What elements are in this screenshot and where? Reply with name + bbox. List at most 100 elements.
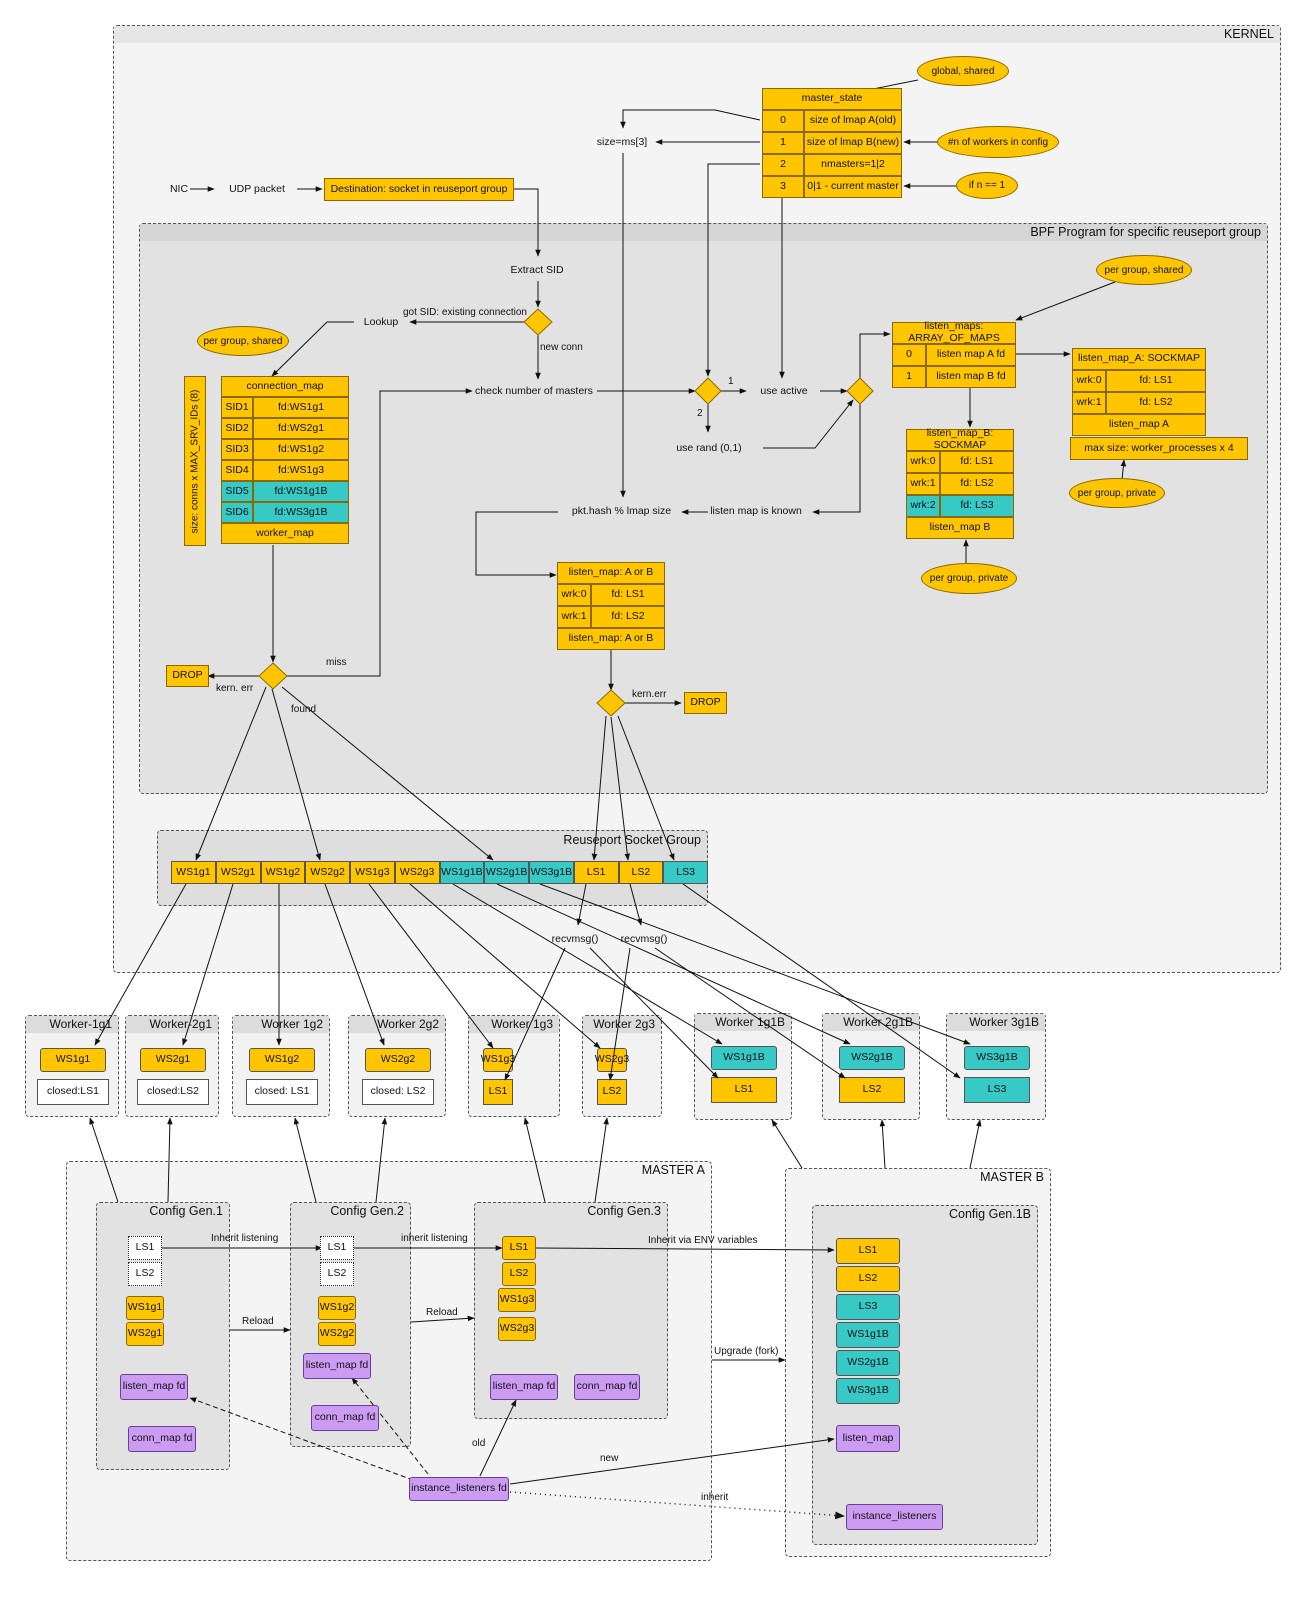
drop-node-1: DROP xyxy=(166,665,209,687)
edge-pergroup-listenmaps xyxy=(1015,281,1116,321)
edge-ws3g1b-worker xyxy=(539,883,971,1045)
extract-sid-node: Extract SID xyxy=(498,259,576,281)
listen-map-ab-value: fd: LS2 xyxy=(591,606,665,628)
config-worker-socket: WS1g3 xyxy=(498,1288,536,1312)
listen-map-b-title: listen_map_B: SOCKMAP xyxy=(906,428,1014,451)
worker-header xyxy=(126,1016,218,1033)
label-reload-2: Reload xyxy=(426,1307,458,1318)
edge-found-ws1g1 xyxy=(195,686,267,861)
config-listener: LS1 xyxy=(502,1236,536,1260)
listen-maps-key: 0 xyxy=(892,344,926,366)
edge-ls2-recv xyxy=(629,883,643,926)
listen-map-b-value: fd: LS3 xyxy=(940,495,1014,517)
edge-reload-2 xyxy=(410,1315,475,1323)
master-state-key: 2 xyxy=(762,154,804,176)
worker-socket: WS1g1B xyxy=(711,1046,777,1070)
master-state-value: size of lmap A(old) xyxy=(804,110,902,132)
label-inherit-listening-2: inherit listening xyxy=(401,1233,468,1244)
listen-map-ab-footer: listen_map: A or B xyxy=(557,628,665,650)
worker-listener: LS3 xyxy=(964,1077,1030,1103)
config-gen3-title: Config Gen.3 xyxy=(587,1204,661,1218)
listen-map-ab-key: wrk:0 xyxy=(557,584,591,606)
worker-socket: WS1g1 xyxy=(40,1048,106,1072)
connection-map-key: SID1 xyxy=(221,397,253,418)
lookup-node: Lookup xyxy=(354,311,408,333)
socket-cell: WS1g1B xyxy=(439,861,485,884)
config-b-socket: WS1g1B xyxy=(836,1322,900,1348)
recvmsg-node-1: recvmsg() xyxy=(543,928,607,950)
edge-ws1g1-worker xyxy=(94,883,187,1046)
label-inherit-env: Inherit via ENV variables xyxy=(648,1235,758,1246)
edge-mb-w3g1b xyxy=(969,1119,982,1169)
socket-cell: WS2g1B xyxy=(484,861,529,884)
worker-title: Worker 2g2 xyxy=(377,1017,439,1031)
config-map-fd: listen_map fd xyxy=(120,1374,188,1400)
label-inherit: inherit xyxy=(701,1492,729,1503)
config-map-fd: conn_map fd xyxy=(574,1374,640,1400)
connection-map-value: fd:WS1g3 xyxy=(253,460,349,481)
edge-gen3-w2g3 xyxy=(594,1117,609,1203)
worker-listener: closed:LS2 xyxy=(137,1079,209,1105)
config-map-fd: listen_map fd xyxy=(303,1353,371,1379)
edge-inherit-dotted xyxy=(509,1491,845,1520)
label-new: new xyxy=(600,1453,619,1464)
edge-ws2g1-worker xyxy=(182,883,234,1046)
socket-cell: WS3g1B xyxy=(529,861,574,884)
pkt-hash-node: pkt.hash % lmap size xyxy=(563,500,680,522)
edge-found-ws1g2 xyxy=(271,688,321,861)
edge-rand-decision2 xyxy=(763,399,854,449)
socket-group-title: Reuseport Socket Group xyxy=(563,833,701,847)
worker-listener: LS1 xyxy=(711,1077,777,1103)
connection-map-footer: worker_map xyxy=(221,523,349,544)
worker-title: Worker 1g2 xyxy=(261,1017,323,1031)
connection-map-key: SID4 xyxy=(221,460,253,481)
worker-header xyxy=(695,1014,791,1031)
listen-known-node: listen map is known xyxy=(701,500,811,522)
edge-found-ws1g1b xyxy=(281,686,494,861)
edge-mb-w2g1b xyxy=(879,1119,886,1169)
socket-cell: LS1 xyxy=(573,861,619,884)
edge-ls3-worker xyxy=(682,883,961,1079)
worker-title: Worker-2g1 xyxy=(149,1017,212,1031)
connection-map-title: connection_map xyxy=(221,376,349,397)
config-worker-socket: WS2g1 xyxy=(126,1322,164,1346)
listen-map-a-value: fd: LS1 xyxy=(1106,370,1206,392)
edge-il-gen1-listenmap xyxy=(189,1397,414,1481)
edge-ws2g3-worker xyxy=(409,883,601,1049)
listen-maps-title: listen_maps: ARRAY_OF_MAPS xyxy=(892,321,1016,344)
recvmsg-node-2: recvmsg() xyxy=(616,928,672,950)
listen-map-ab-value: fd: LS1 xyxy=(591,584,665,606)
config-map-fd: conn_map fd xyxy=(128,1426,196,1452)
connection-map-value: fd:WS1g1B xyxy=(253,481,349,502)
socket-cell: WS1g2 xyxy=(260,861,306,884)
edge-gen2-w1g2 xyxy=(293,1117,317,1203)
listen-map-b-key: wrk:1 xyxy=(906,473,940,495)
listen-maps-value: listen map B fd xyxy=(926,366,1016,388)
label-upgrade: Upgrade (fork) xyxy=(714,1346,779,1357)
drop-node-2: DROP xyxy=(684,692,727,714)
config-map-fd: listen_map fd xyxy=(490,1374,558,1400)
worker-header xyxy=(349,1016,445,1033)
edge-recv1-w1g1b xyxy=(589,947,719,1079)
note-workers-in-config: #n of workers in config xyxy=(937,126,1059,158)
master-state-key: 3 xyxy=(762,176,804,198)
edge-old xyxy=(479,1399,517,1477)
worker-header xyxy=(947,1014,1045,1031)
worker-socket: WS3g1B xyxy=(964,1046,1030,1070)
listen-map-b-value: fd: LS1 xyxy=(940,451,1014,473)
edge-ms-size-top xyxy=(620,109,761,129)
config-listener: LS2 xyxy=(128,1262,162,1286)
worker-socket: WS1g2 xyxy=(249,1048,315,1072)
edge-recv2-w2g3 xyxy=(608,947,631,1081)
kernel-title: KERNEL xyxy=(1223,27,1274,41)
worker-socket: WS2g1 xyxy=(140,1048,206,1072)
listen-map-a-footer: listen_map A xyxy=(1072,414,1206,436)
bpf-program-title: BPF Program for specific reuseport group xyxy=(1030,225,1261,239)
listen-map-a-title: listen_map_A: SOCKMAP xyxy=(1072,348,1206,370)
config-b-socket: LS1 xyxy=(836,1238,900,1264)
label-got-sid: got SID: existing connection xyxy=(403,307,527,318)
